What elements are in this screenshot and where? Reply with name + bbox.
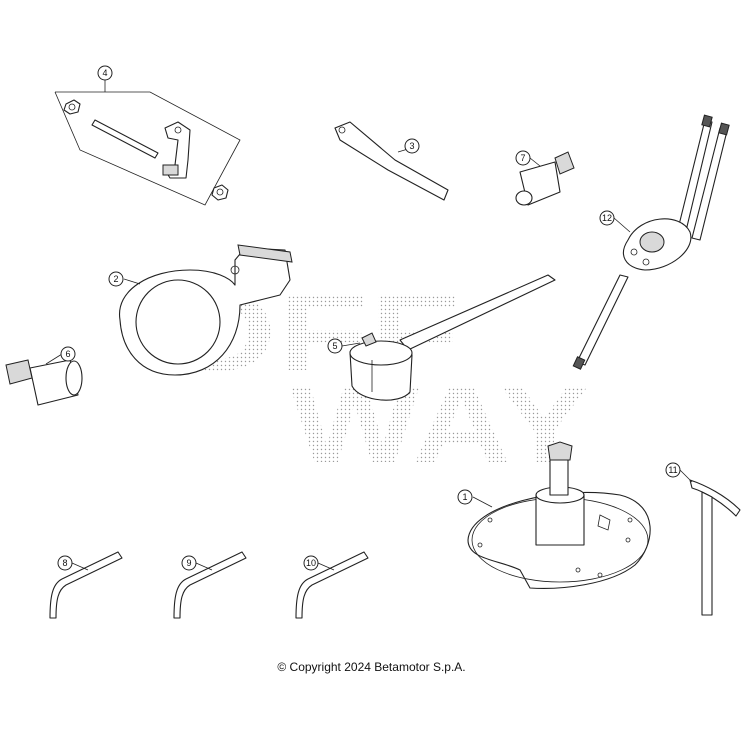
callout-11: 11: [665, 462, 681, 478]
part-3-flat-tool: [334, 121, 449, 201]
part-5-socket-handle: [349, 274, 556, 401]
callout-label-11: 11: [668, 465, 677, 475]
callout-label-5: 5: [332, 341, 337, 351]
callout-7: 7: [515, 150, 531, 166]
callout-label-2: 2: [113, 274, 118, 284]
part-1-flywheel-puller: [467, 441, 651, 589]
watermark: OFF WAY: [160, 271, 590, 486]
part-10-hex-key: [295, 551, 369, 619]
callout-label-12: 12: [602, 213, 612, 223]
callout-label-9: 9: [186, 558, 191, 568]
part-2-ring-spanner: [119, 244, 293, 376]
callout-label-8: 8: [62, 558, 67, 568]
part-9-hex-key: [173, 551, 247, 619]
callout-9: 9: [181, 555, 197, 571]
callout-8: 8: [57, 555, 73, 571]
callout-label-10: 10: [306, 558, 316, 568]
part-4-bracket-kit: [54, 91, 241, 206]
callout-label-6: 6: [65, 349, 70, 359]
callout-10: 10: [303, 555, 319, 571]
callout-label-1: 1: [462, 492, 467, 502]
callout-4: 4: [97, 65, 113, 81]
callout-label-4: 4: [102, 68, 107, 78]
part-8-hex-key: [49, 551, 123, 619]
callout-3: 3: [404, 138, 420, 154]
copyright-notice: © Copyright 2024 Betamotor S.p.A.: [277, 660, 466, 674]
callout-6: 6: [60, 346, 76, 362]
callout-12: 12: [599, 210, 615, 226]
part-11-hook-tool: [689, 479, 741, 616]
callout-5: 5: [327, 338, 343, 354]
callout-2: 2: [108, 271, 124, 287]
callout-label-3: 3: [409, 141, 414, 151]
part-7-socket: [515, 151, 575, 206]
callout-1: 1: [457, 489, 473, 505]
watermark-line-2: WAY: [290, 363, 590, 486]
callout-label-7: 7: [520, 153, 525, 163]
part-12-tap-wrench: [572, 114, 730, 370]
part-6-adapter: [5, 359, 83, 406]
